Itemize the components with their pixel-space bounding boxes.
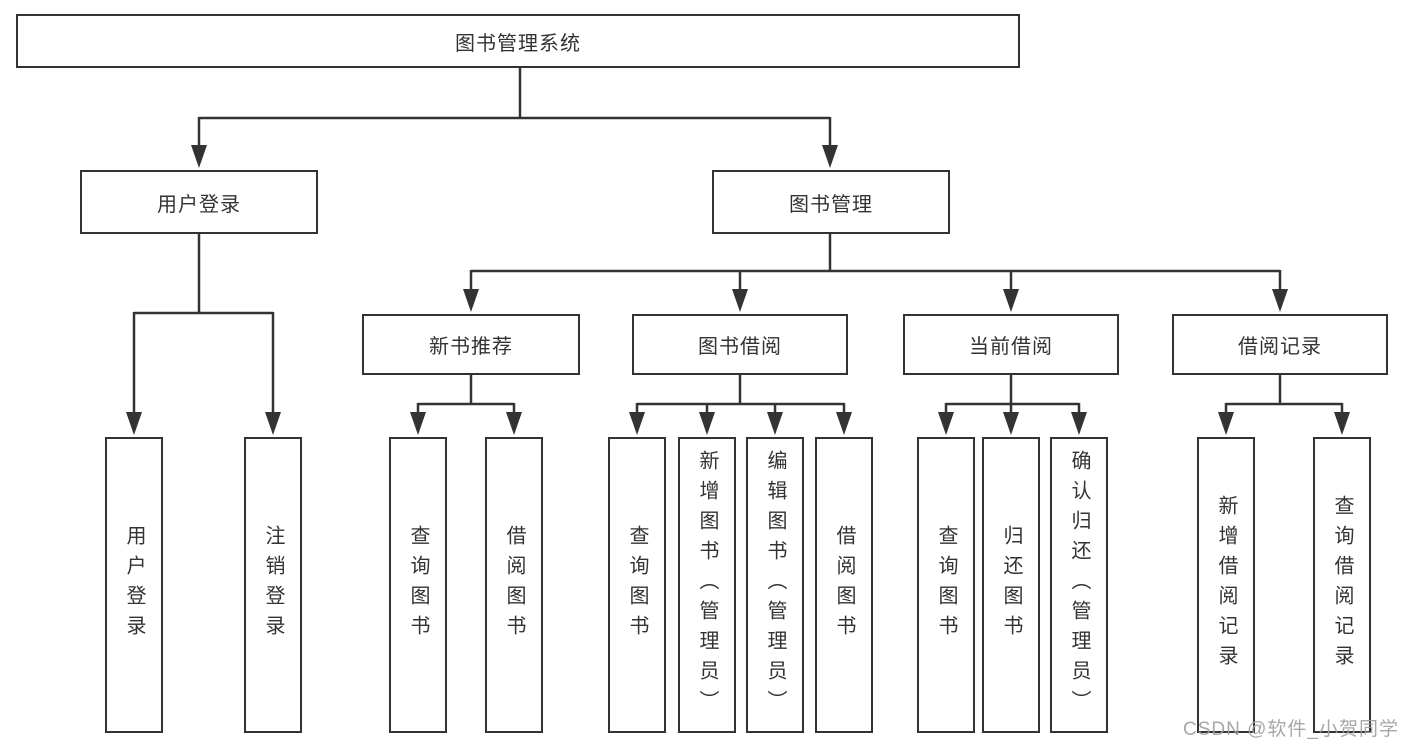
node-borrowing-records: 借阅记录 (1172, 314, 1388, 375)
node-borrow-books: 借阅图书 (815, 437, 873, 733)
node-label: 编辑图书（管理员） (764, 450, 786, 720)
node-borrow-books-recommend: 借阅图书 (485, 437, 543, 733)
node-book-borrowing: 图书借阅 (632, 314, 848, 375)
node-label: 借阅记录 (1238, 336, 1322, 358)
node-book-management: 图书管理 (712, 170, 950, 234)
node-label: 图书借阅 (698, 336, 782, 358)
node-label: 查询借阅记录 (1331, 495, 1353, 675)
node-label: 借阅图书 (833, 525, 855, 645)
node-user-login: 用户登录 (80, 170, 318, 234)
node-label: 注销登录 (262, 525, 284, 645)
node-return-books: 归还图书 (982, 437, 1040, 733)
node-search-borrow-record: 查询借阅记录 (1313, 437, 1371, 733)
node-label: 用户登录 (123, 525, 145, 645)
node-add-books-admin: 新增图书（管理员） (678, 437, 736, 733)
node-label: 确认归还（管理员） (1068, 450, 1090, 720)
node-search-books-current: 查询图书 (917, 437, 975, 733)
node-search-books-borrowing: 查询图书 (608, 437, 666, 733)
node-label: 借阅图书 (503, 525, 525, 645)
node-edit-books-admin: 编辑图书（管理员） (746, 437, 804, 733)
node-current-borrowing: 当前借阅 (903, 314, 1119, 375)
node-label: 图书管理系统 (455, 32, 581, 55)
node-label: 新增图书（管理员） (696, 450, 718, 720)
watermark: CSDN @软件_小贺同学 (1183, 719, 1399, 740)
node-user-login-leaf: 用户登录 (105, 437, 163, 733)
node-new-book-recommendation: 新书推荐 (362, 314, 580, 375)
node-add-borrow-record: 新增借阅记录 (1197, 437, 1255, 733)
node-label: 新书推荐 (429, 336, 513, 358)
node-confirm-return-admin: 确认归还（管理员） (1050, 437, 1108, 733)
node-label: 当前借阅 (969, 336, 1053, 358)
node-label: 用户登录 (157, 193, 241, 216)
node-label: 图书管理 (789, 193, 873, 216)
node-library-management-system: 图书管理系统 (16, 14, 1020, 68)
node-label: 查询图书 (935, 525, 957, 645)
node-label: 归还图书 (1000, 525, 1022, 645)
node-search-books-recommend: 查询图书 (389, 437, 447, 733)
node-label: 查询图书 (407, 525, 429, 645)
node-logout-leaf: 注销登录 (244, 437, 302, 733)
node-label: 查询图书 (626, 525, 648, 645)
node-label: 新增借阅记录 (1215, 495, 1237, 675)
